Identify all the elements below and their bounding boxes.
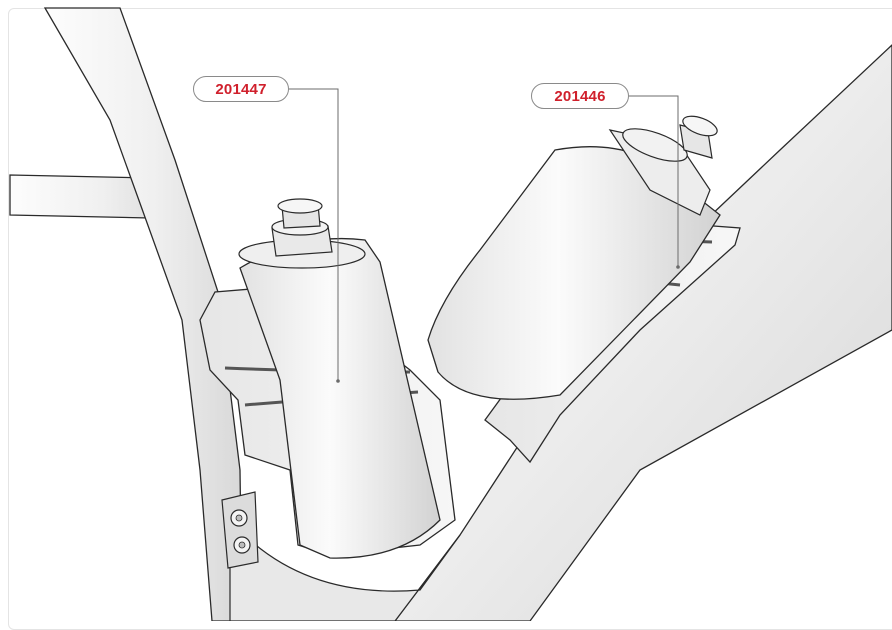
- bottle-right: [427, 115, 721, 400]
- bottle-left: [238, 198, 441, 559]
- part-number-label: 201447: [215, 80, 267, 98]
- part-number-label: 201446: [554, 87, 606, 105]
- down-tube: [394, 44, 892, 621]
- leader-line-201447: [289, 88, 340, 383]
- bolt-mount: [221, 491, 259, 569]
- part-number-callout-201446[interactable]: 201446: [531, 83, 629, 109]
- part-number-callout-201447[interactable]: 201447: [193, 76, 289, 102]
- leader-line-201446: [629, 95, 680, 269]
